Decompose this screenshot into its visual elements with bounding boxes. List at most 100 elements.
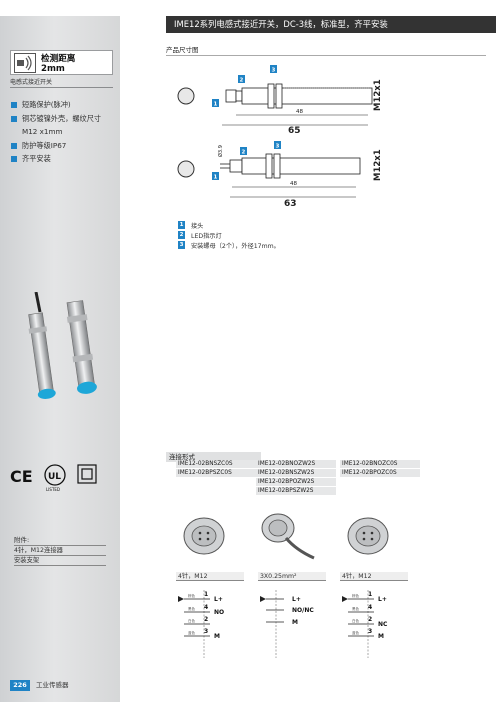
page-section: 工业传感器: [36, 681, 69, 689]
svg-text:2: 2: [204, 616, 208, 623]
dim2-diameter: Ø3.9: [217, 145, 224, 157]
sidebar: [0, 0, 120, 702]
feature-item: 短路保护(脉冲): [10, 98, 118, 112]
svg-text:黑色: 黑色: [352, 606, 360, 611]
svg-text:M: M: [378, 633, 384, 640]
double-insulation-icon: [77, 464, 97, 484]
connector-caption-3: 4针，M12: [340, 572, 408, 581]
legend-row: 2 LED指示灯: [178, 231, 222, 240]
page-title: IME12系列电感式接近开关，DC-3线，标准型，齐平安装: [166, 16, 496, 33]
content-area: [120, 0, 496, 702]
svg-text:M: M: [292, 619, 298, 626]
connector-m12-image-2: [347, 517, 389, 555]
svg-text:M: M: [214, 633, 220, 640]
connector-cable-image: [261, 513, 315, 560]
connector-caption-2: 3X0.25mm²: [258, 572, 326, 581]
sensing-distance-icon: [14, 53, 36, 73]
sensor-product-image: [28, 292, 97, 399]
dimension-legend: 1 接头 2 LED指示灯 3 安装螺母（2个），外径17mm。: [178, 220, 418, 250]
bullet-square-icon: [11, 156, 17, 162]
page-number: 226: [10, 680, 30, 691]
top-margin: [0, 0, 496, 16]
connection-section-label: 连接形式: [166, 452, 261, 462]
bullet-square-icon: [11, 142, 17, 149]
connection-col-1: IME12-02BNSZC0S IME12-02BPSZC0S: [176, 460, 256, 478]
svg-text:蓝色: 蓝色: [352, 630, 360, 635]
dim2-length: 63: [284, 199, 297, 209]
svg-text:3: 3: [204, 628, 208, 635]
svg-text:3: 3: [368, 628, 372, 635]
wiring-diagram-1: 棕色 1 L+ 黑色 4 NO 白色 2 蓝色 3 M: [178, 590, 224, 658]
spec-value: 2mm: [41, 64, 65, 74]
certification-marks: CE UL LISTED: [10, 464, 97, 492]
ul-mark-icon: [44, 464, 66, 486]
sensor-drawing-1: [225, 83, 373, 109]
ce-mark-icon: CE: [10, 467, 33, 486]
connection-col-2: IME12-02BNOZW2S IME12-02BNSZW2S IME12-02…: [256, 460, 336, 496]
svg-text:3: 3: [276, 144, 280, 150]
svg-text:L+: L+: [378, 596, 387, 603]
callout-2: [238, 75, 245, 83]
bullet-square-icon: [11, 115, 17, 122]
spec-title: 检测距离: [41, 54, 76, 64]
callout-1b: [212, 172, 219, 180]
accessories-box: 附件: 4针，M12连接器 安装支架: [14, 536, 106, 566]
svg-text:棕色: 棕色: [188, 593, 195, 598]
svg-text:NC: NC: [378, 621, 388, 628]
svg-text:1: 1: [214, 175, 218, 181]
wiring-diagram-2: L+ NO/NC M: [260, 590, 314, 658]
feature-item: 防护等级IP67: [10, 139, 118, 153]
svg-text:白色: 白色: [352, 618, 360, 623]
svg-text:1: 1: [214, 102, 218, 108]
feature-list: 短路保护(脉冲) 铜芯镀镍外壳，螺纹尺寸 M12 x1mm 防护等级IP67 齐…: [10, 98, 118, 166]
wiring-diagram-3: 棕色 1 L+ 黑色 4 白色 2 NC 蓝色 3 M: [342, 590, 388, 658]
ul-listed-label: LISTED: [46, 487, 60, 492]
accessory-item: 4针，M12连接器: [14, 546, 106, 556]
category-label: 电感式接近开关: [10, 78, 113, 88]
connection-col-3: IME12-02BNOZC0S IME12-02BPOZC0S: [340, 460, 420, 478]
callout-2b: [240, 147, 247, 155]
callout-3b: [274, 141, 281, 149]
dimension-drawings: 48 65 M12x1 1 2 3 48 63 Ø3.9 M12x1 1 2 3: [177, 65, 383, 209]
svg-text:L+: L+: [214, 596, 223, 603]
svg-text:蓝色: 蓝色: [188, 630, 195, 635]
thread-label-1: M12x1: [373, 79, 383, 111]
callout-3: [270, 65, 277, 73]
legend-row: 3 安装螺母（2个），外径17mm。: [178, 241, 280, 250]
svg-text:1: 1: [368, 591, 372, 598]
svg-text:3: 3: [272, 68, 276, 74]
front-view-1: [177, 87, 195, 105]
feature-item-continued: M12 x1mm: [22, 127, 63, 136]
accessories-title: 附件:: [14, 536, 106, 546]
sensing-distance-box: 检测距离 2mm: [10, 50, 113, 75]
connector-caption-1: 4针，M12: [176, 572, 244, 581]
svg-text:L+: L+: [292, 596, 301, 603]
dim1-length: 65: [288, 126, 301, 136]
dim1-inner: 48: [296, 109, 303, 115]
accessory-item: 安装支架: [14, 556, 106, 566]
svg-text:4: 4: [368, 604, 372, 611]
svg-text:白色: 白色: [188, 618, 195, 623]
feature-item: 齐平安装: [10, 152, 118, 166]
callout-1: [212, 99, 219, 107]
svg-text:NO/NC: NO/NC: [292, 607, 314, 614]
svg-text:4: 4: [204, 604, 208, 611]
connector-m12-image-1: [183, 517, 225, 555]
sensor-drawing-2: [220, 153, 361, 179]
svg-text:2: 2: [242, 150, 246, 156]
svg-text:1: 1: [204, 591, 208, 598]
bullet-square-icon: [11, 102, 17, 108]
svg-text:NO: NO: [214, 609, 224, 616]
svg-text:2: 2: [368, 616, 372, 623]
svg-text:黑色: 黑色: [188, 606, 195, 611]
svg-text:2: 2: [240, 78, 244, 84]
dim2-inner: 48: [290, 181, 297, 187]
dimensions-section-label: 产品尺寸图: [166, 46, 486, 56]
svg-text:UL: UL: [48, 472, 61, 482]
front-view-2: [177, 160, 195, 178]
legend-row: 1 接头: [178, 221, 204, 230]
thread-label-2: M12x1: [373, 149, 383, 181]
feature-item: 铜芯镀镍外壳，螺纹尺寸: [10, 112, 118, 126]
svg-text:棕色: 棕色: [352, 593, 360, 598]
